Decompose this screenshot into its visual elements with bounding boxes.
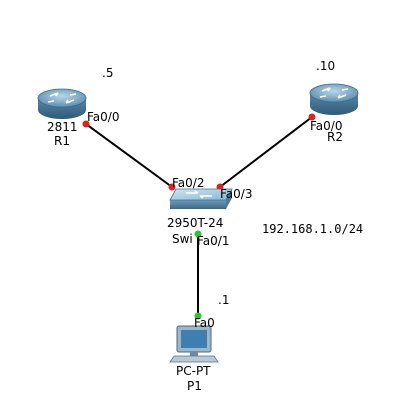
r1-address-label: .5 <box>102 66 113 80</box>
r1-model-label: 2811 <box>47 120 78 134</box>
link-r2-switch[interactable] <box>219 116 313 188</box>
switch-name-label: Swi <box>172 232 193 246</box>
port-status-r2-fa0-0 <box>308 113 316 121</box>
r1-name-label: R1 <box>54 134 70 148</box>
port-status-pc-fa0 <box>194 312 202 320</box>
pc-model-label: PC-PT <box>176 364 211 378</box>
pc-icon[interactable] <box>169 325 219 363</box>
router-r1-icon[interactable] <box>37 88 87 119</box>
port-status-r1-fa0-0 <box>82 120 90 128</box>
pc-address-label: .1 <box>218 293 229 307</box>
switch-fa0-1-label: Fa0/1 <box>197 234 229 248</box>
r1-interface-label: Fa0/0 <box>87 110 119 124</box>
r2-interface-label: Fa0/0 <box>310 119 342 133</box>
network-address-label: 192.168.1.0/24 <box>262 222 363 236</box>
switch-model-label: 2950T-24 <box>167 216 223 230</box>
router-r2-icon[interactable] <box>309 83 359 115</box>
r2-name-label: R2 <box>327 130 343 144</box>
pc-interface-label: Fa0 <box>194 316 215 330</box>
pc-name-label: P1 <box>187 379 202 393</box>
switch-icon[interactable] <box>169 188 233 209</box>
port-status-switch-fa0-1 <box>194 230 202 238</box>
r2-address-label: .10 <box>316 59 335 73</box>
link-r1-switch[interactable] <box>85 123 173 188</box>
switch-fa0-2-label: Fa0/2 <box>172 176 204 190</box>
port-status-switch-fa0-2 <box>168 183 176 191</box>
switch-fa0-3-label: Fa0/3 <box>220 187 252 201</box>
